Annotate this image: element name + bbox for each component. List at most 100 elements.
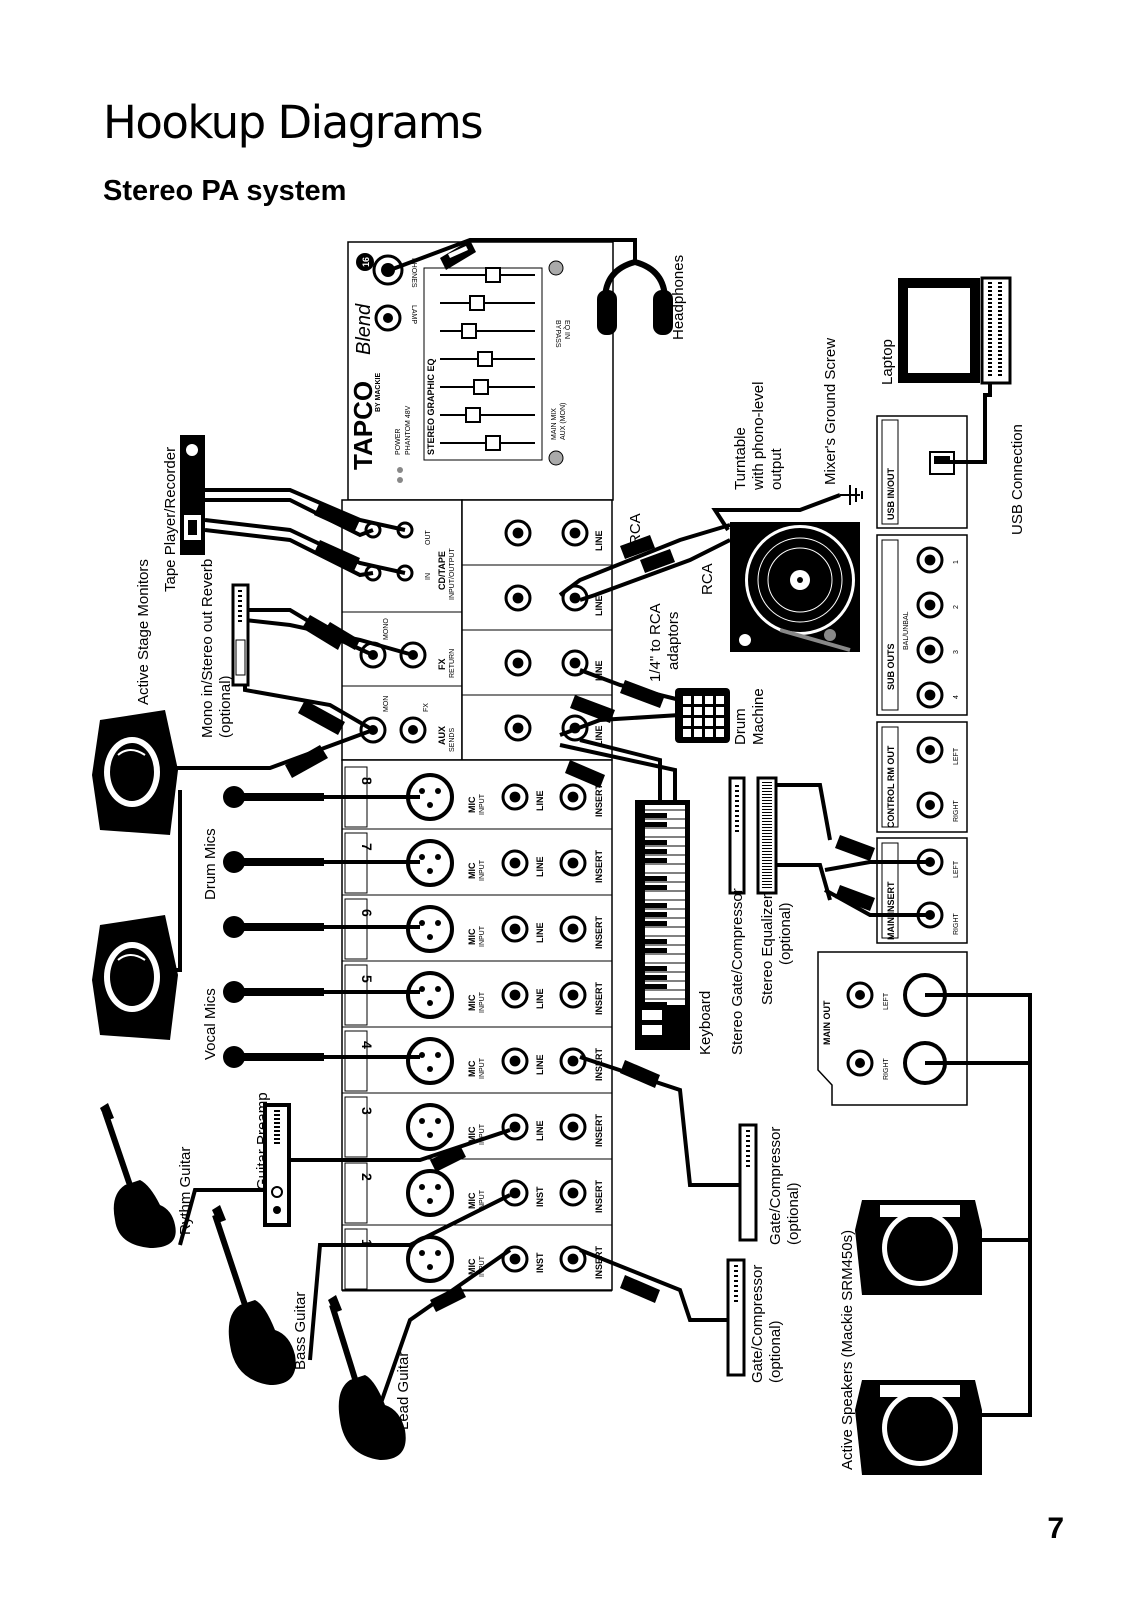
- sub-out-jack-core: [924, 689, 936, 701]
- aux-sends-label: AUX: [437, 726, 447, 745]
- ground-icon: [840, 485, 863, 505]
- main-insert-label: MAIN INSERT: [886, 881, 896, 940]
- keyboard-label: Keyboard: [697, 991, 714, 1055]
- model-logo: Blend: [353, 303, 375, 355]
- xlr-pin: [419, 854, 425, 860]
- mic-head: [223, 851, 245, 873]
- line-input-label: LINE: [594, 725, 604, 746]
- sub-out-jack-core: [924, 554, 936, 566]
- xlr-pin: [419, 1118, 425, 1124]
- black-key: [645, 912, 667, 917]
- channel-number: 6: [359, 909, 375, 917]
- mic-input-sub: INPUT: [479, 991, 486, 1013]
- page-number: 7: [1047, 1512, 1064, 1545]
- tape-deck-icon: [180, 435, 205, 555]
- microphone-icon: [223, 916, 324, 938]
- turntable-label: Turntable: [732, 427, 749, 490]
- drum-pad: [705, 707, 713, 715]
- insert-jack-core: [567, 989, 579, 1001]
- xlr-pin: [435, 854, 441, 860]
- svg-text:RIGHT: RIGHT: [883, 1058, 890, 1081]
- xlr-pin: [419, 986, 425, 992]
- xlr-pin: [419, 1052, 425, 1058]
- phantom-label: PHANTOM 48V: [405, 405, 412, 455]
- stereo-gate-label: Stereo Gate/Compressor: [729, 888, 746, 1055]
- mic-body: [244, 793, 324, 801]
- laptop-icon: [898, 276, 1012, 385]
- line-input-jack-core: [509, 1187, 521, 1199]
- black-key: [645, 948, 667, 953]
- black-key: [645, 813, 667, 818]
- mono-label: MONO: [383, 618, 390, 640]
- xlr-pin: [427, 868, 433, 874]
- insert-label: INSERT: [594, 1179, 604, 1213]
- sub-out-jack-core: [924, 599, 936, 611]
- channel-number-box: [344, 964, 368, 1026]
- svg-text:adaptors: adaptors: [665, 612, 682, 670]
- line-label: LINE: [535, 1120, 545, 1141]
- power-label: POWER: [395, 429, 402, 455]
- black-key: [645, 966, 667, 971]
- black-key: [645, 822, 667, 827]
- xlr-pin: [427, 1132, 433, 1138]
- mic-head: [223, 916, 245, 938]
- svg-text:output: output: [768, 447, 785, 490]
- headphones-label: Headphones: [670, 255, 687, 340]
- guitar-icon: [100, 1103, 176, 1248]
- drum-pad: [705, 729, 713, 737]
- drum-pad: [716, 729, 724, 737]
- eq-label: STEREO GRAPHIC EQ: [426, 358, 436, 455]
- line-label: LINE: [535, 856, 545, 877]
- drum-machine-icon: [675, 688, 730, 743]
- stereo-input-right-jack-core: [569, 527, 581, 539]
- sub-outs-label: SUB OUTS: [886, 643, 896, 690]
- sub-out-number: 1: [953, 560, 960, 564]
- xlr-input: [406, 1169, 454, 1217]
- gate-label-2: Gate/Compressor: [749, 1265, 766, 1383]
- monitor-speaker-icon: [92, 710, 178, 835]
- svg-text:(optional): (optional): [767, 1320, 784, 1383]
- line-label: INST: [535, 1186, 545, 1207]
- drum-pad: [716, 696, 724, 704]
- svg-text:LEFT: LEFT: [953, 747, 960, 765]
- stereo-input-left-jack-core: [512, 657, 524, 669]
- mic-input-label: MIC: [467, 994, 477, 1011]
- line-input-jack-core: [509, 1121, 521, 1133]
- mic-input-label: MIC: [467, 1060, 477, 1077]
- microphone-icon: [223, 981, 324, 1003]
- xlr-pin: [427, 1264, 433, 1270]
- xlr-pin: [427, 1198, 433, 1204]
- xlr-pin: [435, 1052, 441, 1058]
- svg-text:with phono-level: with phono-level: [750, 382, 767, 491]
- svg-text:(optional): (optional): [777, 902, 794, 965]
- labels: Headphones Laptop USB Connection Mixer's…: [135, 255, 1026, 1470]
- stereo-eq-label: Stereo Equalizer: [759, 894, 776, 1005]
- xlr-pin: [419, 1250, 425, 1256]
- mic-body: [244, 1053, 324, 1061]
- drum-pad: [705, 696, 713, 704]
- eq-sliders: [440, 267, 535, 451]
- black-key: [645, 840, 667, 845]
- mic-input-label: MIC: [467, 1192, 477, 1209]
- mic-head: [223, 1046, 245, 1068]
- insert-jack-core: [567, 1253, 579, 1265]
- svg-text:(optional): (optional): [217, 675, 234, 738]
- drum-pad: [705, 718, 713, 726]
- mic-head: [223, 981, 245, 1003]
- mic-input-sub: INPUT: [479, 793, 486, 815]
- cd-tape-sub: INPUT/OUTPUT: [449, 548, 456, 600]
- usb-connection-label: USB Connection: [1009, 424, 1026, 535]
- mon-label: MON: [383, 696, 390, 712]
- mic-input-label: MIC: [467, 928, 477, 945]
- xlr-pin: [435, 1184, 441, 1190]
- xlr-pin: [435, 1250, 441, 1256]
- mic-input-sub: INPUT: [479, 1189, 486, 1211]
- phones-label: PHONES: [410, 258, 417, 288]
- xlr-input: [406, 971, 454, 1019]
- line-input-jack-core: [509, 1253, 521, 1265]
- xlr-pin: [419, 920, 425, 926]
- channel-number: 8: [359, 777, 375, 785]
- line-input-jack-core: [509, 989, 521, 1001]
- channel-number: 5: [359, 975, 375, 983]
- guitar-preamp-label: Guitar Preamp: [254, 1092, 271, 1190]
